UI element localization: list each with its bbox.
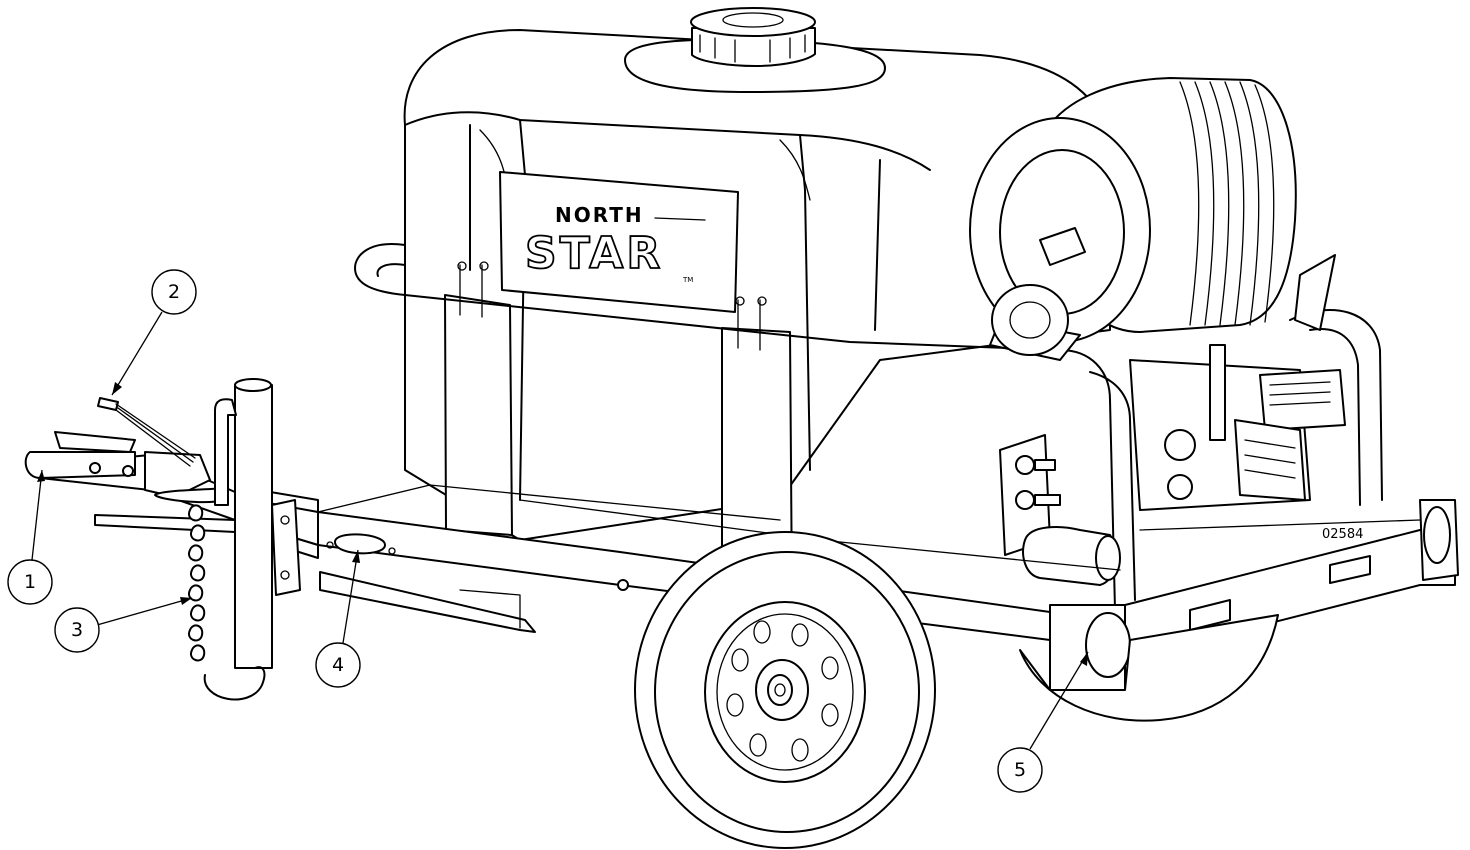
brand-line2: STAR <box>525 228 663 279</box>
tongue-hitch <box>24 431 319 596</box>
brand-tm: TM <box>682 276 693 284</box>
callout-5: 5 <box>997 651 1089 793</box>
hose-reel <box>969 77 1297 361</box>
callout-label-4: 4 <box>332 654 344 676</box>
callout-label-2: 2 <box>168 281 180 303</box>
callout-4: 4 <box>315 549 361 688</box>
rear-wheel <box>1019 614 1279 722</box>
callout-label-1: 1 <box>24 571 36 593</box>
jack-stand <box>214 378 273 669</box>
engine <box>1129 254 1346 511</box>
callout-1: 1 <box>7 469 53 605</box>
callout-label-5: 5 <box>1014 759 1026 781</box>
callout-2: 2 <box>111 269 197 396</box>
callout-label-3: 3 <box>71 619 83 641</box>
safety-chain <box>188 504 266 701</box>
pigtail-wire <box>97 397 196 467</box>
front-wheel <box>634 531 936 849</box>
drawing-number: 02584 <box>1322 527 1363 542</box>
valve-panel <box>999 434 1121 586</box>
tank <box>403 7 1111 541</box>
brand-line1: NORTH <box>555 203 644 227</box>
callout-3: 3 <box>54 597 193 653</box>
brand-logo: NORTH STAR TM <box>524 203 706 284</box>
